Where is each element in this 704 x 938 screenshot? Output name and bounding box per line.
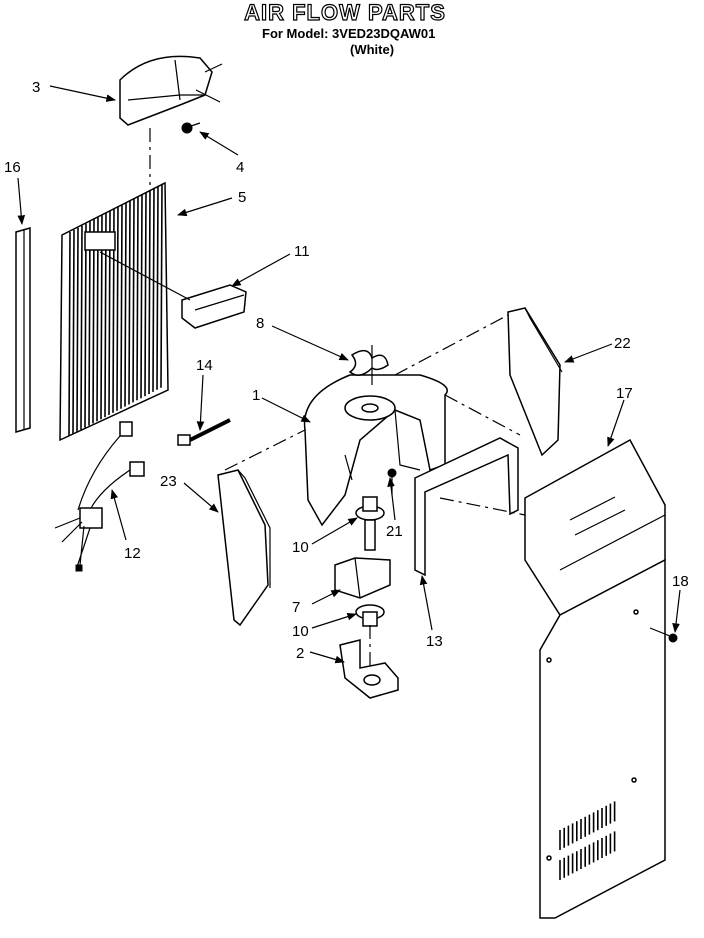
part-14-cable-tie — [177, 418, 231, 446]
diagram-title: AIR FLOW PARTS — [243, 0, 446, 26]
model-number-line: For Model: 3VED23DQAW01 — [262, 26, 436, 41]
panel-grille-line — [132, 198, 135, 403]
callout-18: 18 — [672, 573, 689, 590]
callout-4: 4 — [236, 159, 244, 176]
panel-grille-line — [88, 221, 91, 426]
panel-grille-line — [116, 206, 119, 411]
panel-grille-line — [84, 223, 87, 428]
callout-5: 5 — [238, 189, 246, 206]
panel-grille-line — [136, 196, 139, 401]
panel-grille-line — [128, 200, 131, 405]
part-13-u-channel — [414, 394, 521, 577]
panel-grille-line — [156, 185, 159, 390]
part-7-fan-motor — [334, 519, 391, 599]
callout-21: 21 — [386, 523, 403, 540]
part-2-motor-bracket — [339, 639, 399, 699]
callout-11: 11 — [294, 243, 310, 260]
callout-7: 7 — [292, 599, 300, 616]
panel-grille-line — [152, 187, 155, 392]
part-8-fan-blade — [348, 345, 389, 385]
panel-grille-line — [96, 217, 99, 422]
part-4-screw — [181, 122, 201, 134]
callout-22: 22 — [614, 335, 631, 352]
part-11-bracket — [99, 251, 247, 329]
part-16-gasket-strip — [15, 227, 31, 433]
callout-2: 2 — [296, 645, 304, 662]
callout-10-upper: 10 — [292, 539, 309, 556]
panel-grille-line — [148, 189, 151, 395]
color-line: (White) — [350, 42, 395, 57]
callout-16: 16 — [4, 159, 21, 176]
panel-grille-line — [144, 192, 147, 397]
part-22-side-duct — [394, 307, 563, 457]
callout-1: 1 — [252, 387, 260, 404]
callout-8: 8 — [256, 315, 264, 332]
part-1-fan-housing — [303, 374, 448, 527]
panel-grille-line — [120, 204, 123, 409]
part-18-screw — [649, 627, 678, 643]
callout-14: 14 — [196, 357, 213, 374]
callout-13: 13 — [426, 633, 443, 650]
part-5-evaporator-cover-panel — [59, 181, 169, 442]
part-3-duct-cap — [119, 55, 223, 126]
panel-grille-line — [80, 225, 83, 430]
callout-10-lower: 10 — [292, 623, 309, 640]
part-10-grommet-lower — [355, 604, 385, 627]
part-12-wiring-harness — [54, 421, 145, 572]
panel-grille-line — [140, 194, 143, 399]
panel-grille-line — [92, 219, 95, 424]
panel-grille-line — [68, 231, 71, 437]
callout-12: 12 — [124, 545, 141, 562]
callout-17: 17 — [616, 385, 633, 402]
panel-grille-line — [72, 229, 75, 434]
back-air-duct-panel — [539, 558, 666, 919]
part-23-side-duct — [217, 429, 306, 627]
leader-arrows — [17, 85, 681, 664]
callout-23: 23 — [160, 473, 177, 490]
part-10-grommet-upper — [355, 496, 385, 521]
panel-grille-line — [124, 202, 127, 407]
callout-3: 3 — [32, 79, 40, 96]
panel-grille-line — [76, 227, 79, 432]
panel-grille-line — [160, 183, 163, 388]
